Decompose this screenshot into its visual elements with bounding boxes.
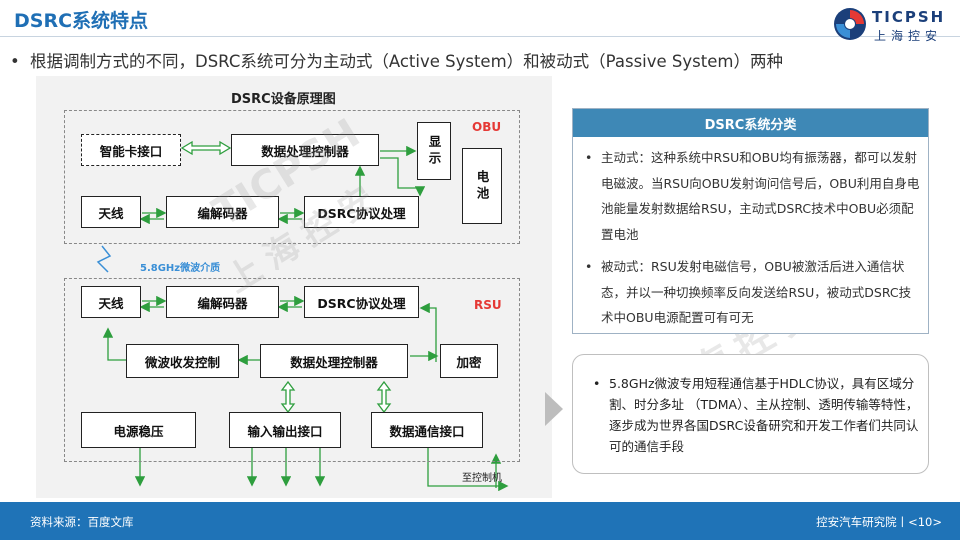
bullet-dot-icon: • bbox=[10, 52, 20, 71]
rsu-microwave-box: 微波收发控制 bbox=[126, 344, 239, 378]
obu-card-ctrl-arrow bbox=[180, 140, 232, 156]
classification-box: DSRC系统分类 • 主动式：这种系统中RSU和OBU均有振荡器，都可以发射电磁… bbox=[572, 108, 929, 334]
classification-item-passive-text: 被动式：RSU发射电磁信号，OBU被激活后进入通信状态，并以一种切换频率反向发送… bbox=[601, 259, 912, 325]
obu-group bbox=[64, 110, 520, 244]
rsu-microwave-antenna-line bbox=[102, 327, 126, 361]
bullet-dot-icon: • bbox=[585, 150, 593, 165]
classification-item-active: • 主动式：这种系统中RSU和OBU均有振荡器，都可以发射电磁波。当RSU向OB… bbox=[581, 145, 923, 247]
obu-display-box: 显示 bbox=[417, 122, 451, 180]
classification-heading: DSRC系统分类 bbox=[573, 109, 928, 137]
footer-source: 资料来源：百度文库 bbox=[30, 515, 134, 529]
hdlc-note-box: • 5.8GHz微波专用短程通信基于HDLC协议，具有区域分割、时分多址 （TD… bbox=[572, 354, 929, 474]
intro-text: 根据调制方式的不同，DSRC系统可分为主动式（Active System）和被动… bbox=[30, 52, 783, 71]
rsu-protocol-box: DSRC协议处理 bbox=[304, 286, 419, 318]
obu-data-ctrl-box: 数据处理控制器 bbox=[231, 134, 379, 166]
rsu-comm-box: 数据通信接口 bbox=[371, 412, 483, 448]
medium-label: 5.8GHz微波介质 bbox=[140, 263, 221, 274]
logo-subtext: 上海控安 bbox=[874, 29, 943, 43]
microwave-zigzag-icon bbox=[96, 245, 112, 273]
rsu-data-ctrl-box: 数据处理控制器 bbox=[260, 344, 408, 378]
title-divider bbox=[0, 36, 960, 37]
classification-item-active-text: 主动式：这种系统中RSU和OBU均有振荡器，都可以发射电磁波。当RSU向OBU发… bbox=[601, 150, 920, 242]
rsu-io-box: 输入输出接口 bbox=[229, 412, 341, 448]
intro-bullet: • 根据调制方式的不同，DSRC系统可分为主动式（Active System）和被… bbox=[10, 48, 783, 72]
obu-battery-box: 电池 bbox=[462, 148, 502, 224]
diagram-title: DSRC设备原理图 bbox=[231, 92, 336, 107]
classification-item-passive: • 被动式：RSU发射电磁信号，OBU被激活后进入通信状态，并以一种切换频率反向… bbox=[581, 254, 923, 331]
rsu-group bbox=[64, 278, 520, 462]
obu-protocol-box: DSRC协议处理 bbox=[304, 196, 419, 228]
obu-codec-box: 编解码器 bbox=[166, 196, 279, 228]
rsu-codec-box: 编解码器 bbox=[166, 286, 279, 318]
to-controller-label: 至控制机 bbox=[462, 473, 502, 484]
logo-text: TICPSH bbox=[872, 8, 946, 26]
comm-to-controller-line bbox=[427, 448, 509, 492]
bullet-dot-icon: • bbox=[593, 376, 601, 391]
rsu-encrypt-box: 加密 bbox=[440, 344, 498, 378]
rsu-power-box: 电源稳压 bbox=[81, 412, 196, 448]
obu-antenna-box: 天线 bbox=[81, 196, 141, 228]
obu-label: OBU bbox=[472, 120, 502, 134]
rsu-antenna-box: 天线 bbox=[81, 286, 141, 318]
obu-smart-card-box: 智能卡接口 bbox=[81, 134, 181, 166]
rsu-label: RSU bbox=[474, 298, 502, 312]
rsu-encrypt-protocol-line bbox=[419, 302, 437, 362]
chevron-right-icon bbox=[545, 392, 563, 426]
hdlc-note: • 5.8GHz微波专用短程通信基于HDLC协议，具有区域分割、时分多址 （TD… bbox=[593, 373, 923, 457]
bullet-dot-icon: • bbox=[585, 259, 593, 274]
hdlc-note-text: 5.8GHz微波专用短程通信基于HDLC协议，具有区域分割、时分多址 （TDMA… bbox=[609, 376, 919, 454]
footer-bar: 资料来源：百度文库 控安汽车研究院丨<10> bbox=[0, 502, 960, 540]
dsrc-diagram-panel: DSRC设备原理图 OBU 智能卡接口 数据处理控制器 显示 电池 天线 编解码… bbox=[36, 76, 552, 498]
footer-org-page: 控安汽车研究院丨<10> bbox=[816, 515, 942, 529]
page-title: DSRC系统特点 bbox=[14, 10, 149, 32]
logo-swirl-icon bbox=[834, 8, 866, 40]
obu-ctrl-protocol-loop bbox=[380, 157, 426, 197]
logo: TICPSH 上海控安 bbox=[832, 6, 950, 46]
